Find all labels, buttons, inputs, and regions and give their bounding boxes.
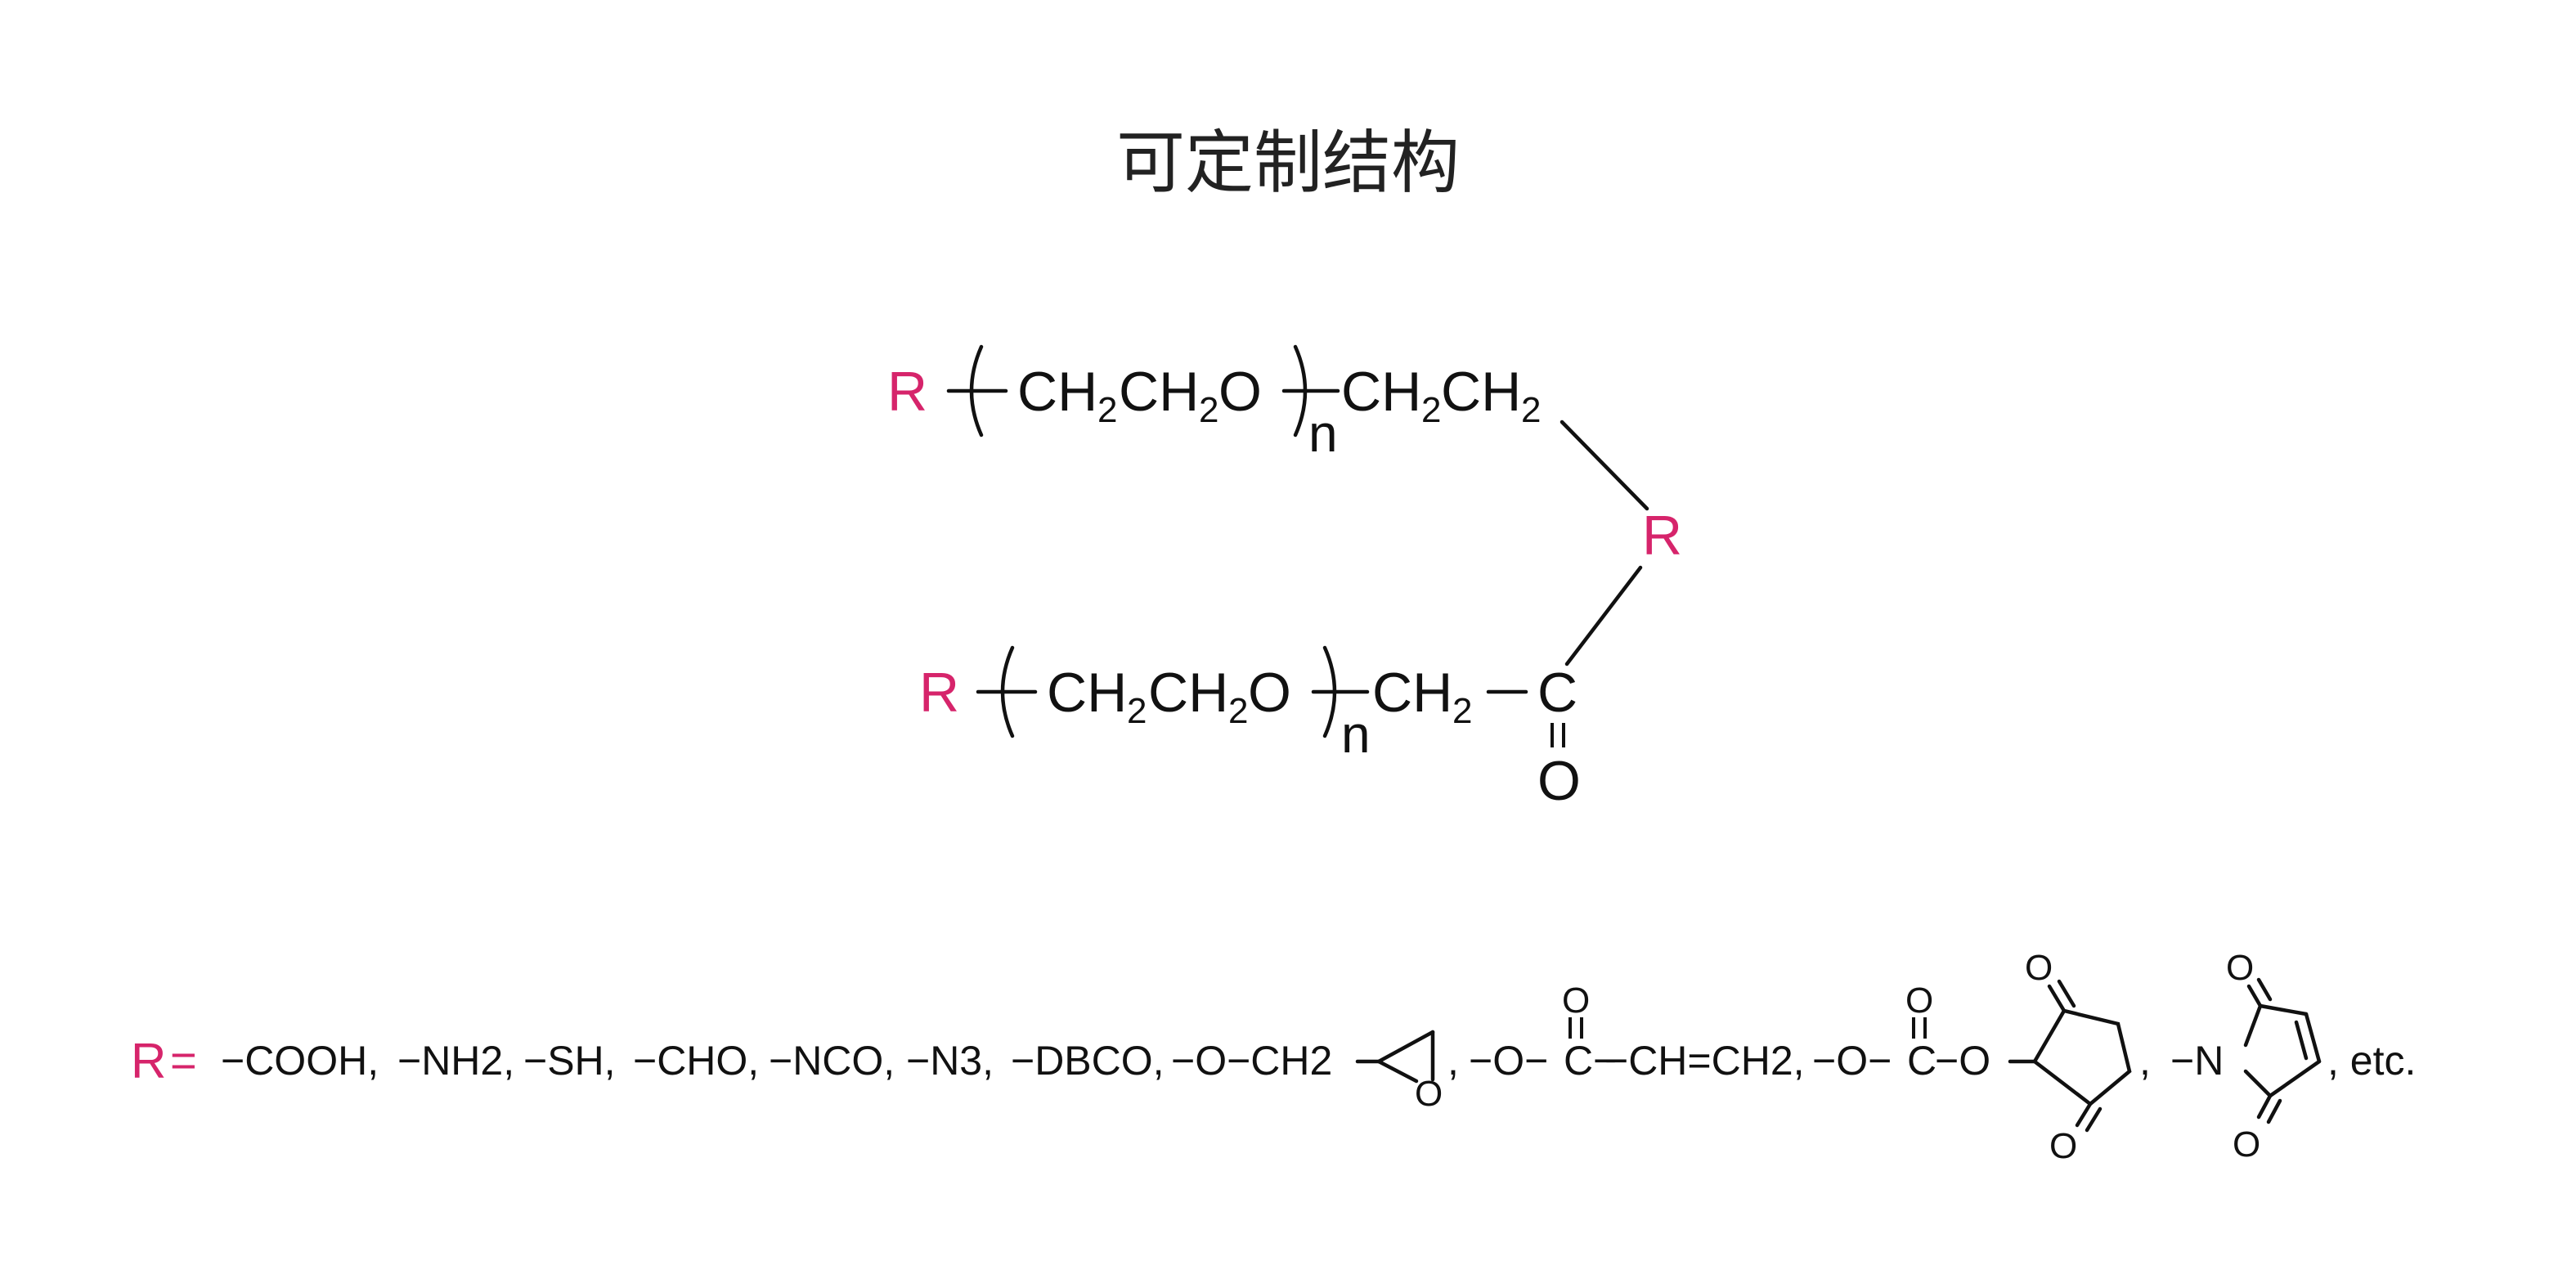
epoxide-comma: , [1447,1038,1459,1084]
group-sh: −SH, [523,1038,616,1084]
bond-line [1564,565,1643,666]
acrylate-oxygen: O [1562,981,1590,1021]
nhs-ring-oxygen-bottom: O [2049,1126,2077,1166]
chain-2: R CH 2 CH 2 O n CH 2 C O [919,645,1581,812]
svg-text:O: O [1218,361,1262,423]
epoxide-prefix: −O−CH2 [1171,1038,1332,1084]
nhs-carbonyl-oxygen: O [1905,981,1933,1021]
group-nh2: −NH2, [397,1038,514,1084]
repeat-unit-chain1: CH 2 CH 2 O [1017,361,1262,430]
acrylate-carbon: C [1564,1038,1593,1084]
epoxide-oxygen: O [1415,1074,1443,1114]
bracket-left [969,344,984,438]
legend-equals: = [170,1034,197,1086]
bracket-left [1000,645,1015,738]
svg-text:CH: CH [1047,662,1127,724]
r-group-legend: R = −COOH, −NH2, −SH, −CHO, −NCO, −N3, −… [131,948,2416,1166]
acrylate-suffix: −CH=CH2, [1604,1038,1805,1084]
bracket-right [1293,344,1308,438]
group-n3: −N3, [906,1038,994,1084]
repeat-count-n-chain1: n [1308,404,1338,463]
svg-text:CH: CH [1148,662,1228,724]
nhs-prefix: −O− [1812,1038,1892,1084]
nhs-carbonyl-carbon: C [1907,1038,1936,1084]
svg-text:CH: CH [1372,662,1452,724]
svg-text:CH: CH [1441,361,1521,423]
tail-chain2: CH 2 [1372,662,1472,731]
repeat-unit-chain2: CH 2 CH 2 O [1047,662,1291,731]
group-nco: −NCO, [769,1038,895,1084]
nhs-link-oxygen: −O [1935,1038,1990,1084]
group-epoxide: −O−CH2 O , [1171,1030,1459,1114]
group-cho: −CHO, [633,1038,759,1084]
group-cooh: −COOH, [221,1038,379,1084]
carbonyl-oxygen: O [1537,750,1581,812]
acrylate-prefix: −O− [1469,1038,1548,1084]
group-maleimide: −N O O [2170,948,2322,1165]
group-dbco: −DBCO, [1011,1038,1165,1084]
tail-chain1: CH 2 CH 2 [1341,361,1541,430]
svg-text:2: 2 [1097,390,1117,430]
maleimide-oxygen-top: O [2226,948,2254,988]
svg-text:2: 2 [1228,691,1248,731]
maleimide-prefix: −N [2170,1038,2224,1084]
nhs-comma: , [2139,1038,2151,1084]
diagram-title: 可定制结构 [1116,123,1460,203]
r-group-linker: R [1642,505,1682,567]
r-group-chain2: R [919,662,959,724]
svg-text:2: 2 [1127,691,1147,731]
group-acrylate: −O− C O − −CH=CH2, [1469,981,1805,1084]
repeat-count-n-chain2: n [1341,705,1371,764]
svg-text:O: O [1248,662,1291,724]
carbonyl-carbon: C [1537,662,1577,724]
svg-text:CH: CH [1119,361,1199,423]
maleimide-oxygen-bottom: O [2233,1124,2260,1165]
bracket-right [1322,645,1337,738]
chain-1: R CH 2 CH 2 O n CH 2 CH 2 [887,344,1541,463]
nhs-ring-oxygen-top: O [2025,948,2053,988]
svg-text:CH: CH [1341,361,1421,423]
group-nhs-carbonate: −O− C O −O O O , [1812,948,2151,1166]
svg-text:2: 2 [1199,390,1218,430]
r-group-chain1: R [887,361,927,423]
svg-text:2: 2 [1421,390,1441,430]
legend-r-label: R [131,1034,166,1088]
svg-text:CH: CH [1017,361,1097,423]
legend-etc: , etc. [2327,1038,2416,1084]
svg-text:2: 2 [1521,390,1541,430]
bond-line [1560,420,1649,511]
acrylate-dash: − [1593,1038,1617,1084]
svg-text:2: 2 [1452,691,1472,731]
